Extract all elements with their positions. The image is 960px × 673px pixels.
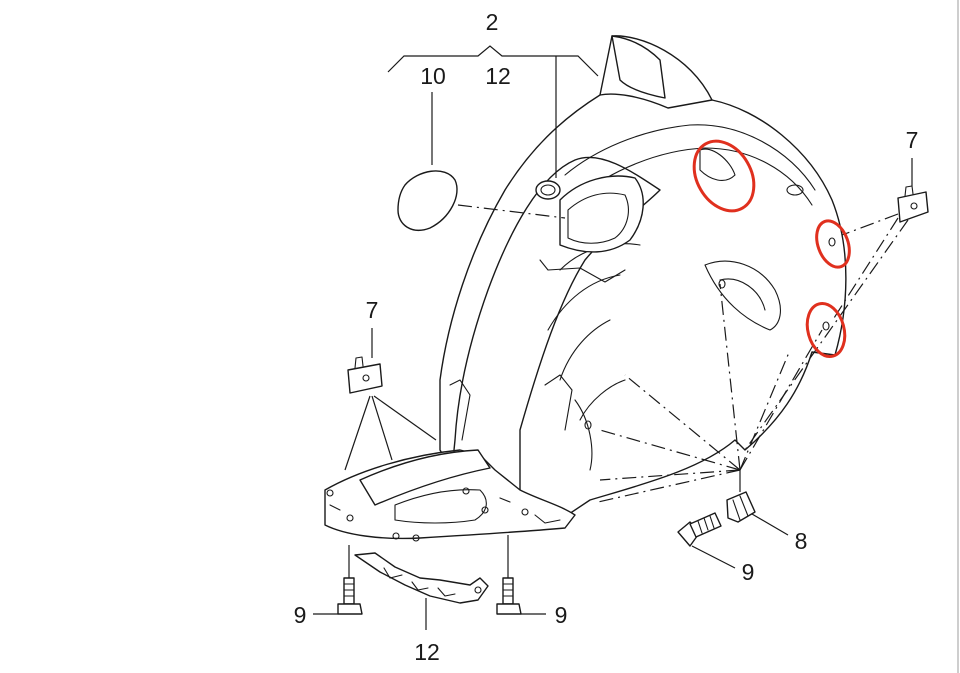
highlight-marks [692,139,851,358]
liner-cap-part [397,170,458,231]
lower-splash-shield [324,449,576,542]
leader-lines [313,45,913,630]
callout-nut: 8 [795,528,808,554]
callout-bolt-bottom-left: 9 [294,602,307,628]
callout-clip-right: 7 [906,127,919,153]
nut-part [726,491,756,523]
callout-group: 2 [486,9,499,35]
callout-bracket: 12 [414,639,440,665]
bolt-bottom-right-part [496,577,522,615]
clip-right-part [897,185,929,223]
bolt-right-part [677,512,722,547]
highlight-circle-lower [805,302,847,358]
highlight-circle-upper [692,139,756,213]
bolt-bottom-left-part [337,577,363,615]
clip-left-part [347,356,383,394]
bracket-part [354,552,489,604]
callout-numbers: 2 10 12 7 7 8 9 9 9 12 [294,9,919,665]
fender-liner [439,35,847,521]
callout-liner-cap: 10 [420,63,446,89]
highlight-circle-middle [815,219,851,269]
callout-liner-bracket: 12 [485,63,511,89]
callout-clip-left: 7 [366,297,379,323]
callout-bolt-right: 9 [742,559,755,585]
callout-bolt-bottom-right: 9 [555,602,568,628]
